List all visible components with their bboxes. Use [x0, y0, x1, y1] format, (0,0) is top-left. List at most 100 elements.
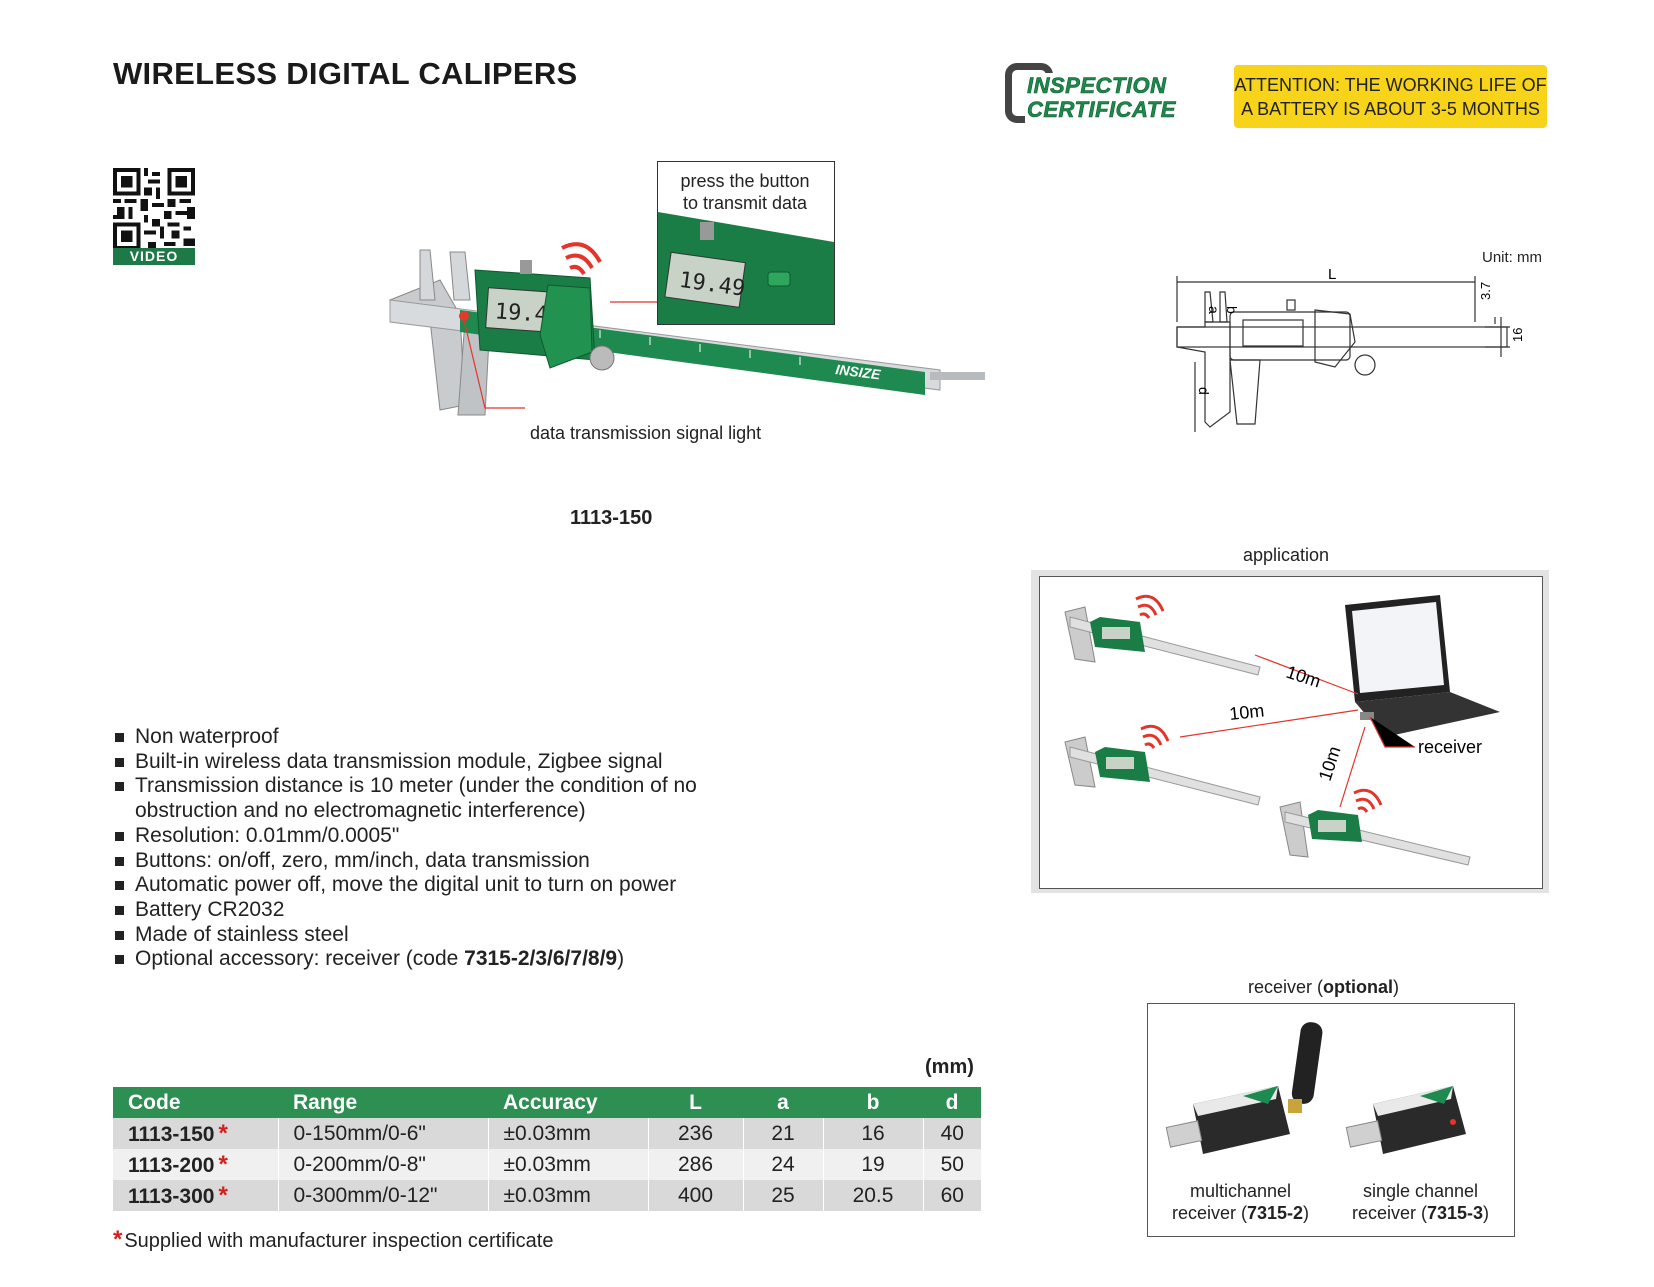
single-caption-line1: single channel — [1362, 1181, 1479, 1201]
cell-accuracy: ±0.03mm — [487, 1149, 648, 1180]
application-label: application — [1243, 545, 1330, 565]
cell-b: 19 — [822, 1149, 923, 1180]
star-mark: * — [218, 1150, 228, 1178]
button-callout-box: 19.49 — [657, 161, 835, 325]
dimension-drawing: L a b d 3.7 16 — [1176, 266, 1525, 432]
dim-b-label: b — [1224, 306, 1240, 314]
cell-d: 40 — [922, 1118, 981, 1149]
signal-light-label: data transmission signal light — [530, 423, 762, 443]
brand-label: INSIZE — [835, 361, 882, 382]
caliper-3-icon — [1279, 801, 1471, 866]
footnote: *Supplied with manufacturer inspection c… — [113, 1226, 553, 1254]
single-caption-close: ) — [1483, 1203, 1490, 1223]
caliper-2-icon — [1064, 736, 1261, 806]
receiver-label-suffix: ) — [1393, 977, 1400, 997]
dim-d-label: d — [1196, 387, 1212, 395]
single-caption-prefix: receiver ( — [1351, 1203, 1427, 1223]
cell-accuracy: ±0.03mm — [487, 1180, 648, 1211]
button-closeup-photo: 19.49 — [658, 212, 834, 324]
table-row: 1113-300* 0-300mm/0-12" ±0.03mm 400 25 2… — [113, 1180, 981, 1211]
feature-item: Built-in wireless data transmission modu… — [113, 750, 813, 775]
multichannel-caption-prefix: receiver ( — [1171, 1203, 1247, 1223]
accessory-text: Optional accessory: receiver (code — [135, 947, 465, 971]
cell-accuracy: ±0.03mm — [487, 1118, 648, 1149]
transmit-button-icon — [767, 271, 791, 287]
application-illustration: 10m 10m 10m receiver — [1064, 594, 1500, 866]
cell-code: 1113-300* — [113, 1180, 278, 1211]
features-list: Non waterproof Built-in wireless data tr… — [113, 725, 813, 972]
signal-light-icon — [459, 311, 469, 321]
feature-item: Non waterproof — [113, 725, 813, 750]
receiver-label-bold: optional — [1323, 977, 1394, 997]
table-row: 1113-150* 0-150mm/0-6" ±0.03mm 236 21 16… — [113, 1118, 981, 1149]
cell-a: 21 — [742, 1118, 823, 1149]
table-unit-label: (mm) — [925, 1056, 974, 1078]
cell-range: 0-200mm/0-8" — [277, 1149, 488, 1180]
page-title: WIRELESS DIGITAL CALIPERS — [113, 56, 578, 91]
accessory-close: ) — [617, 947, 625, 971]
cell-L: 236 — [647, 1118, 743, 1149]
header-L: L — [648, 1087, 743, 1118]
cell-a: 25 — [742, 1180, 823, 1211]
attention-line2: A BATTERY IS ABOUT 3-5 MONTHS — [1241, 99, 1540, 119]
laptop-icon — [1345, 595, 1500, 737]
header-b: b — [823, 1087, 923, 1118]
distance-label-1: 10m — [1284, 662, 1323, 692]
caliper-photo: INSIZE 19.49 — [388, 242, 985, 416]
cell-b: 20.5 — [822, 1180, 923, 1211]
cell-a: 24 — [742, 1149, 823, 1180]
multichannel-receiver-caption: multichannel receiver (7315-2) — [1148, 1180, 1333, 1224]
dim-16-label: 16 — [1510, 328, 1525, 342]
callout-line1: press the button — [680, 171, 810, 191]
feature-item: Buttons: on/off, zero, mm/inch, data tra… — [113, 849, 813, 874]
single-caption-line2: receiver (7315-3) — [1328, 1202, 1513, 1224]
unit-label: Unit: mm — [1482, 249, 1542, 266]
feature-item: Automatic power off, move the digital un… — [113, 873, 813, 898]
wireless-signal-icon — [561, 242, 602, 276]
cell-range: 0-150mm/0-6" — [277, 1118, 488, 1149]
video-label[interactable]: VIDEO — [113, 248, 195, 265]
single-channel-receiver-icon — [1345, 1086, 1466, 1154]
certificate-text-line2: CERTIFICATE — [1025, 97, 1178, 123]
header-accuracy: Accuracy — [488, 1087, 648, 1118]
accessory-code: 7315-2/3/6/7/8/9 — [464, 947, 618, 971]
feature-continuation-text: obstruction and no electromagnetic inter… — [135, 799, 586, 823]
thumb-roller-icon — [520, 260, 532, 274]
cell-code: 1113-150* — [113, 1118, 278, 1149]
qr-code[interactable] — [113, 168, 195, 250]
feature-item: Resolution: 0.01mm/0.0005" — [113, 824, 813, 849]
callout-caption: press the button to transmit data — [660, 170, 830, 214]
attention-line1: ATTENTION: THE WORKING LIFE OF — [1234, 75, 1547, 95]
multichannel-caption-line2: receiver (7315-2) — [1148, 1202, 1333, 1224]
certificate-text-line1: INSPECTION — [1025, 73, 1169, 99]
cell-L: 286 — [647, 1149, 743, 1180]
code-text: 1113-150 — [128, 1122, 215, 1146]
cell-d: 60 — [922, 1180, 981, 1211]
feature-item: Made of stainless steel — [113, 923, 813, 948]
receiver-box: multichannel receiver (7315-2) single ch… — [1147, 1003, 1515, 1237]
code-text: 1113-300 — [128, 1184, 215, 1208]
star-mark: * — [218, 1181, 228, 1209]
header-d: d — [923, 1087, 981, 1118]
cell-b: 16 — [822, 1118, 923, 1149]
cell-d: 50 — [922, 1149, 981, 1180]
dim-L-label: L — [1328, 266, 1336, 283]
multichannel-code: 7315-2 — [1246, 1203, 1304, 1223]
star-mark: * — [218, 1119, 228, 1147]
multichannel-caption-close: ) — [1303, 1203, 1310, 1223]
footnote-text: Supplied with manufacturer inspection ce… — [124, 1230, 554, 1252]
feature-item: Transmission distance is 10 meter (under… — [113, 774, 813, 799]
battery-attention-banner: ATTENTION: THE WORKING LIFE OF A BATTERY… — [1234, 65, 1547, 128]
receiver-dongle-icon — [1360, 712, 1374, 720]
spec-table: Code Range Accuracy L a b d 1113-150* 0-… — [113, 1087, 981, 1211]
dim-3-7-label: 3.7 — [1478, 282, 1493, 300]
receiver-optional-label: receiver (optional) — [1248, 977, 1399, 998]
multichannel-receiver-icon — [1165, 1022, 1323, 1154]
receiver-label-prefix: receiver ( — [1248, 977, 1324, 997]
table-header-row: Code Range Accuracy L a b d — [113, 1087, 981, 1118]
multichannel-caption-line1: multichannel — [1189, 1181, 1292, 1201]
application-diagram: 10m 10m 10m receiver — [1039, 576, 1543, 889]
code-text: 1113-200 — [128, 1153, 215, 1177]
callout-line2: to transmit data — [682, 193, 808, 213]
callout-leader-line — [610, 301, 657, 303]
